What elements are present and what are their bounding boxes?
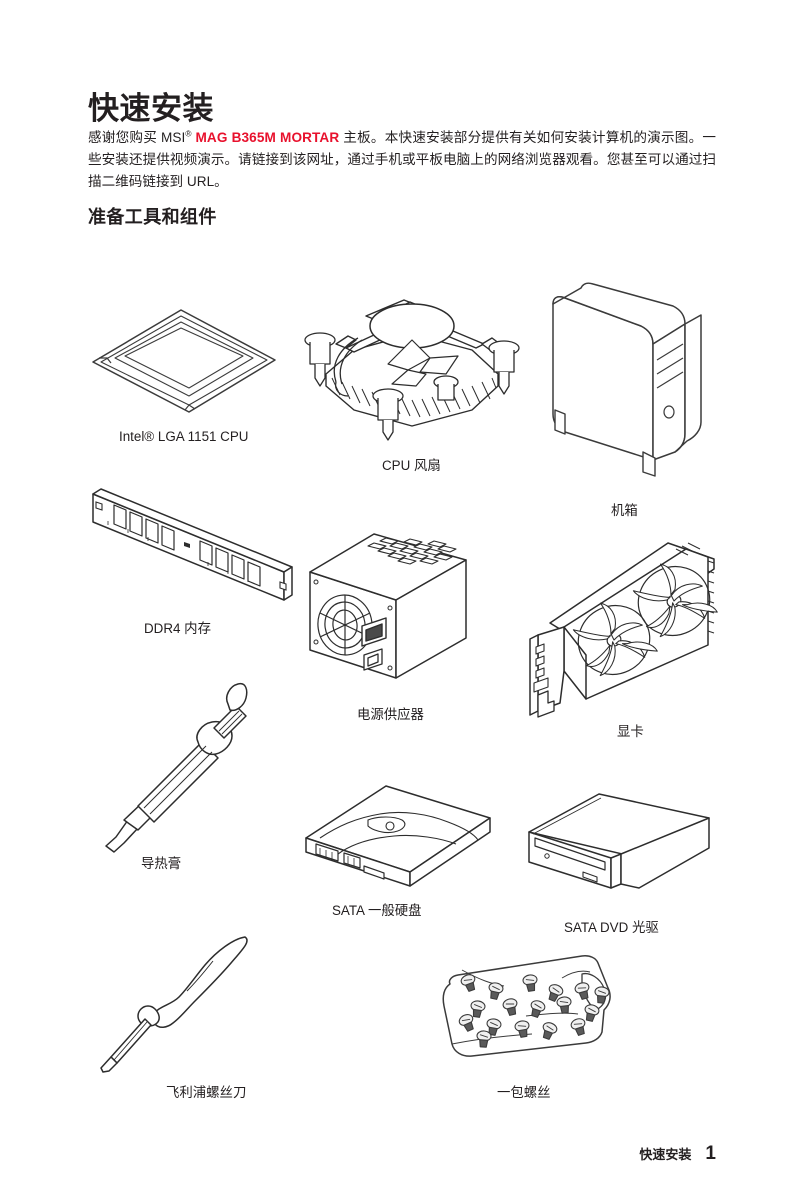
computer-case-illustration xyxy=(545,282,717,487)
sata-dvd-drive-caption: SATA DVD 光驱 xyxy=(564,920,659,935)
graphics-card-illustration xyxy=(508,535,726,725)
power-supply-caption: 电源供应器 xyxy=(357,707,424,722)
ddr4-memory-illustration xyxy=(88,482,306,608)
bag-of-screws-illustration xyxy=(432,944,622,1069)
power-supply-icon xyxy=(309,533,467,679)
registered-mark: ® xyxy=(185,128,192,139)
intro-text-after-brand: 主板。本快速安装部分提供有关如何安装计算机的演示图。一些安装还提供视频演示。请链… xyxy=(88,129,716,189)
sata-hard-drive-caption: SATA 一般硬盘 xyxy=(332,903,422,918)
screwdriver-icon xyxy=(100,936,248,1073)
cpu-fan-icon xyxy=(304,299,520,441)
cpu-fan-illustration xyxy=(296,278,528,444)
sata-dvd-drive-illustration xyxy=(523,790,723,905)
thermal-paste-caption: 导热膏 xyxy=(141,856,182,871)
intro-paragraph: 感谢您购买 MSI® MAG B365M MORTAR 主板。本快速安装部分提供… xyxy=(88,127,716,193)
cpu-icon xyxy=(92,309,276,413)
footer-page-number: 1 xyxy=(705,1143,716,1164)
intro-text-before-brand: 感谢您购买 MSI xyxy=(88,129,186,145)
ddr4-memory-icon xyxy=(92,488,293,601)
screwdriver-caption: 飞利浦螺丝刀 xyxy=(166,1085,247,1100)
sata-hard-drive-icon xyxy=(305,785,491,887)
ddr4-memory-caption: DDR4 内存 xyxy=(144,621,211,636)
screwdriver-illustration xyxy=(95,935,260,1075)
page-title: 快速安装 xyxy=(88,90,214,126)
graphics-card-caption: 显卡 xyxy=(617,724,644,739)
bag-of-screws-icon xyxy=(442,955,611,1057)
footer-section-label: 快速安装 xyxy=(639,1147,692,1162)
cpu-fan-caption: CPU 风扇 xyxy=(382,458,441,473)
sata-dvd-drive-icon xyxy=(528,793,710,889)
cpu-illustration xyxy=(85,300,285,420)
product-name: MAG B365M MORTAR xyxy=(195,129,340,145)
thermal-paste-illustration xyxy=(98,660,248,855)
page-footer: 快速安装 1 xyxy=(639,1143,716,1165)
cpu-caption: Intel® LGA 1151 CPU xyxy=(119,429,249,444)
bag-of-screws-caption: 一包螺丝 xyxy=(497,1085,551,1100)
section-heading: 准备工具和组件 xyxy=(88,206,217,227)
computer-case-icon xyxy=(552,282,702,477)
computer-case-caption: 机箱 xyxy=(611,503,638,518)
sata-hard-drive-illustration xyxy=(298,782,498,892)
thermal-paste-icon xyxy=(105,682,248,853)
graphics-card-icon xyxy=(529,542,718,718)
power-supply-illustration xyxy=(300,528,490,688)
